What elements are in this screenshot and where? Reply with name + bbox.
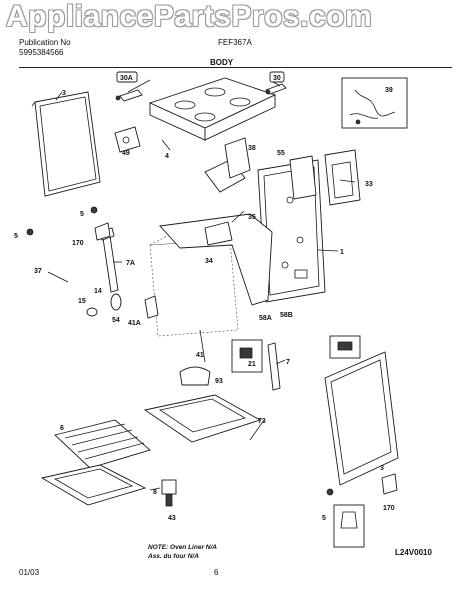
side-panel-right [324, 351, 399, 486]
section-title: BODY [210, 58, 234, 67]
note-line-2: Ass. du four N/A [148, 553, 199, 560]
callout-5-right: 5 [322, 515, 326, 522]
callout-15: 15 [78, 298, 86, 305]
callout-3: 3 [62, 90, 66, 97]
callout-7A: 7A [126, 260, 135, 267]
knob-14-15 [86, 293, 122, 317]
leveler-right [326, 473, 398, 548]
footer-page-number: 6 [214, 568, 219, 577]
callout-5A: 5 [14, 233, 18, 240]
oven-rack [54, 419, 151, 469]
panel-55 [289, 155, 317, 200]
callout-14: 14 [94, 288, 102, 295]
callout-41: 41 [196, 352, 204, 359]
panel-33 [324, 149, 361, 206]
block-49 [114, 126, 141, 153]
switch-21 [231, 339, 263, 373]
callout-8: 8 [153, 489, 157, 496]
bracket-38 [204, 137, 251, 193]
callout-54: 54 [112, 317, 120, 324]
callout-55: 55 [277, 150, 285, 157]
bottom-tray [143, 394, 262, 443]
callout-6: 6 [60, 425, 64, 432]
oven-liner [149, 213, 273, 337]
callout-93: 93 [215, 378, 223, 385]
callout-170-right: 170 [383, 505, 395, 512]
screw-5-left [26, 206, 98, 236]
header-rule [19, 67, 452, 68]
burner-box [148, 77, 277, 141]
callout-39: 39 [385, 87, 393, 94]
callout-33: 33 [365, 181, 373, 188]
callout-58B: 58B [280, 312, 293, 319]
part-93 [179, 366, 211, 386]
bracket-170-left [94, 222, 111, 241]
callout-30A: 30A [120, 75, 133, 82]
bracket-41A [144, 295, 159, 319]
callout-21: 21 [248, 361, 256, 368]
bracket-30 [265, 83, 287, 95]
publication-number: 5995384566 [19, 48, 64, 57]
callout-35: 35 [248, 214, 256, 221]
callout-4: 4 [165, 153, 169, 160]
callout-7: 7 [286, 359, 290, 366]
screw-37 [47, 271, 69, 283]
side-panel-left [31, 91, 101, 197]
drawing-id: L24V0010 [395, 548, 432, 557]
callout-1: 1 [340, 249, 344, 256]
callout-5: 5 [80, 211, 84, 218]
callout-3-right: 3 [380, 465, 384, 472]
callout-41A: 41A [128, 320, 141, 327]
footer-date: 01/03 [19, 568, 40, 577]
callout-30: 30 [273, 75, 281, 82]
bracket-30A [115, 89, 143, 102]
leader-lines [55, 79, 356, 491]
callout-58A: 58A [259, 315, 272, 322]
callout-73: 73 [258, 418, 266, 425]
leveler-left [161, 479, 177, 507]
publication-label: Publication No [19, 38, 71, 47]
note-line-1: NOTE: Oven Liner N/A [148, 544, 217, 551]
watermark-logo: AppliancePartsPros.com [6, 0, 373, 33]
callout-38: 38 [248, 145, 256, 152]
callout-43: 43 [168, 515, 176, 522]
bracket-58 [329, 335, 361, 359]
callout-37: 37 [34, 268, 42, 275]
broil-pan [40, 464, 147, 506]
cord-kit-box [341, 77, 408, 129]
model-number: FEF367A [218, 38, 252, 47]
callout-34: 34 [205, 258, 213, 265]
callout-49: 49 [122, 150, 130, 157]
callout-170-left: 170 [72, 240, 84, 247]
hinge-7 [267, 342, 281, 391]
sensor-41 [199, 329, 206, 363]
